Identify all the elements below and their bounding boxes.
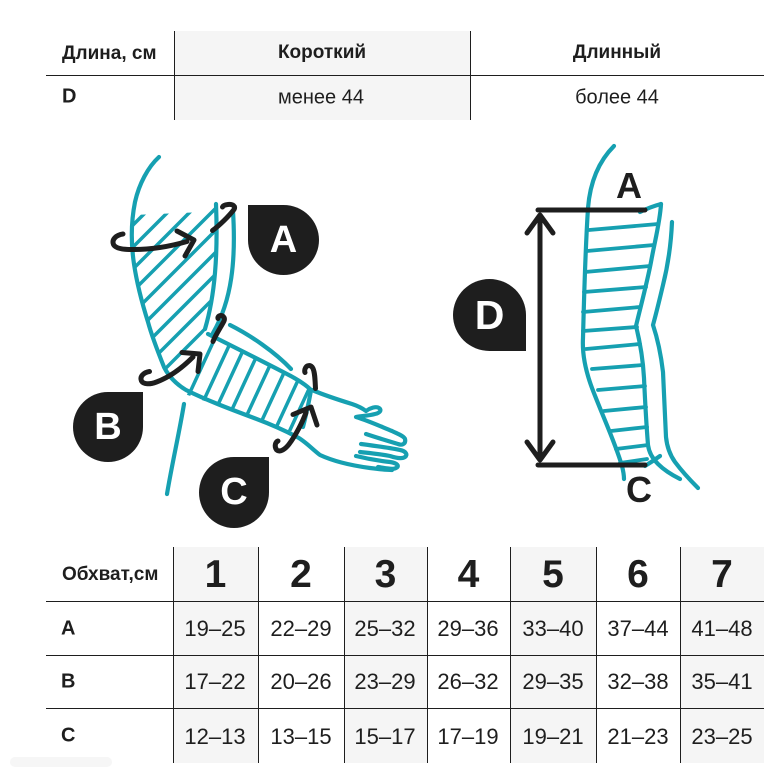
svg-text:C: C: [626, 469, 652, 510]
svg-text:A: A: [616, 165, 642, 206]
